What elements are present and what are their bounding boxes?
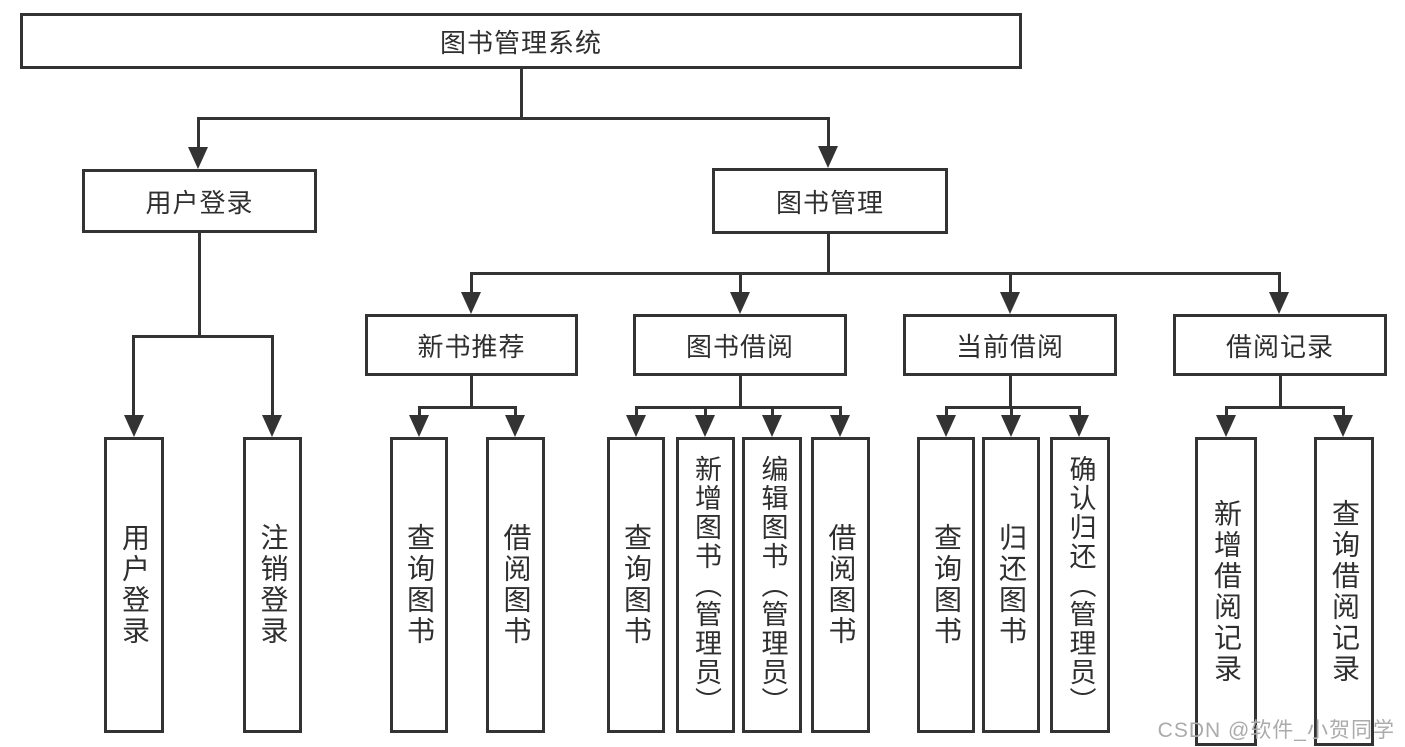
node-user-login: 用户登录 (82, 169, 317, 233)
arrow-line-cur-leaf-2 (1010, 406, 1013, 416)
leaf-records-query-record: 查询借阅记录 (1314, 437, 1374, 746)
leaf-recommend-borrow-books: 借阅图书 (486, 437, 545, 733)
arrow-head-cur-leaf-1 (936, 415, 956, 437)
connector-borrow-stem (739, 376, 742, 408)
leaf-recommend-query-books: 查询图书 (390, 437, 448, 733)
arrow-line-bor-leaf-2 (704, 406, 707, 416)
leaf-borrow-query-books: 查询图书 (607, 437, 665, 733)
arrow-head-bor-leaf-4 (830, 415, 850, 437)
connector-level3 (470, 272, 1281, 275)
arrow-head-book-mgmt (818, 146, 838, 168)
arrow-head-recd-leaf-2 (1333, 415, 1353, 437)
leaf-current-confirm-return-admin: 确认归还（管理员） (1050, 437, 1110, 733)
connector-recommend-children (418, 406, 517, 409)
arrow-head-current (1000, 292, 1020, 314)
connector-records-children (1225, 406, 1345, 409)
leaf-current-query-books: 查询图书 (917, 437, 975, 733)
csdn-watermark: CSDN @软件_小贺同学 (1157, 719, 1395, 742)
arrow-line-user-login (197, 117, 200, 148)
arrow-head-leaf-login-1 (124, 415, 144, 437)
arrow-line-cur-leaf-3 (1078, 406, 1081, 416)
leaf-current-return-books: 归还图书 (982, 437, 1040, 733)
arrow-head-bor-leaf-1 (626, 415, 646, 437)
arrow-head-recommend (461, 292, 481, 314)
connector-root-stem (520, 69, 523, 118)
arrow-line-current (1009, 272, 1012, 293)
arrow-line-recd-leaf-1 (1225, 406, 1228, 416)
connector-login-children (133, 335, 274, 338)
arrow-line-rec-leaf-1 (418, 406, 421, 416)
arrow-head-bor-leaf-3 (762, 415, 782, 437)
arrow-line-recommend (470, 272, 473, 293)
arrow-head-bor-leaf-2 (695, 415, 715, 437)
connector-level2 (197, 117, 830, 120)
arrow-line-leaf-login-1 (132, 335, 135, 416)
node-book-mgmt: 图书管理 (712, 168, 948, 234)
arrow-line-cur-leaf-1 (945, 406, 948, 416)
arrow-head-user-login (188, 147, 208, 169)
node-current-borrow: 当前借阅 (903, 314, 1117, 376)
leaf-borrow-borrow-books: 借阅图书 (811, 437, 870, 733)
arrow-line-recd-leaf-2 (1342, 406, 1345, 416)
arrow-head-recd-leaf-1 (1216, 415, 1236, 437)
arrow-line-bor-leaf-1 (635, 406, 638, 416)
connector-mgmt-stem (827, 234, 830, 275)
arrow-line-borrow (739, 272, 742, 293)
node-borrow-records: 借阅记录 (1173, 314, 1387, 376)
arrow-line-records (1278, 272, 1281, 293)
arrow-head-records (1269, 292, 1289, 314)
leaf-borrow-add-books-admin: 新增图书（管理员） (676, 437, 735, 733)
arrow-line-book-mgmt (827, 117, 830, 147)
leaf-user-login: 用户登录 (104, 437, 164, 733)
arrow-line-bor-leaf-4 (839, 406, 842, 416)
node-library-system-root: 图书管理系统 (20, 13, 1022, 69)
arrow-head-leaf-login-2 (262, 415, 282, 437)
connector-current-stem (1009, 376, 1012, 408)
connector-recommend-stem (470, 376, 473, 408)
leaf-logout: 注销登录 (243, 437, 302, 733)
arrow-head-cur-leaf-2 (1001, 415, 1021, 437)
arrow-line-bor-leaf-3 (771, 406, 774, 416)
node-new-book-recommend: 新书推荐 (365, 314, 578, 376)
leaf-borrow-edit-books-admin: 编辑图书（管理员） (742, 437, 802, 733)
connector-login-stem (198, 233, 201, 336)
connector-records-stem (1279, 376, 1282, 408)
arrow-head-rec-leaf-2 (505, 415, 525, 437)
connector-current-children (945, 406, 1081, 409)
connector-borrow-children (635, 406, 842, 409)
leaf-records-add-record: 新增借阅记录 (1195, 437, 1257, 746)
arrow-head-cur-leaf-3 (1069, 415, 1089, 437)
arrow-head-rec-leaf-1 (409, 415, 429, 437)
node-book-borrow: 图书借阅 (633, 314, 847, 376)
arrow-head-borrow (730, 292, 750, 314)
arrow-line-leaf-login-2 (271, 335, 274, 416)
arrow-line-rec-leaf-2 (514, 406, 517, 416)
